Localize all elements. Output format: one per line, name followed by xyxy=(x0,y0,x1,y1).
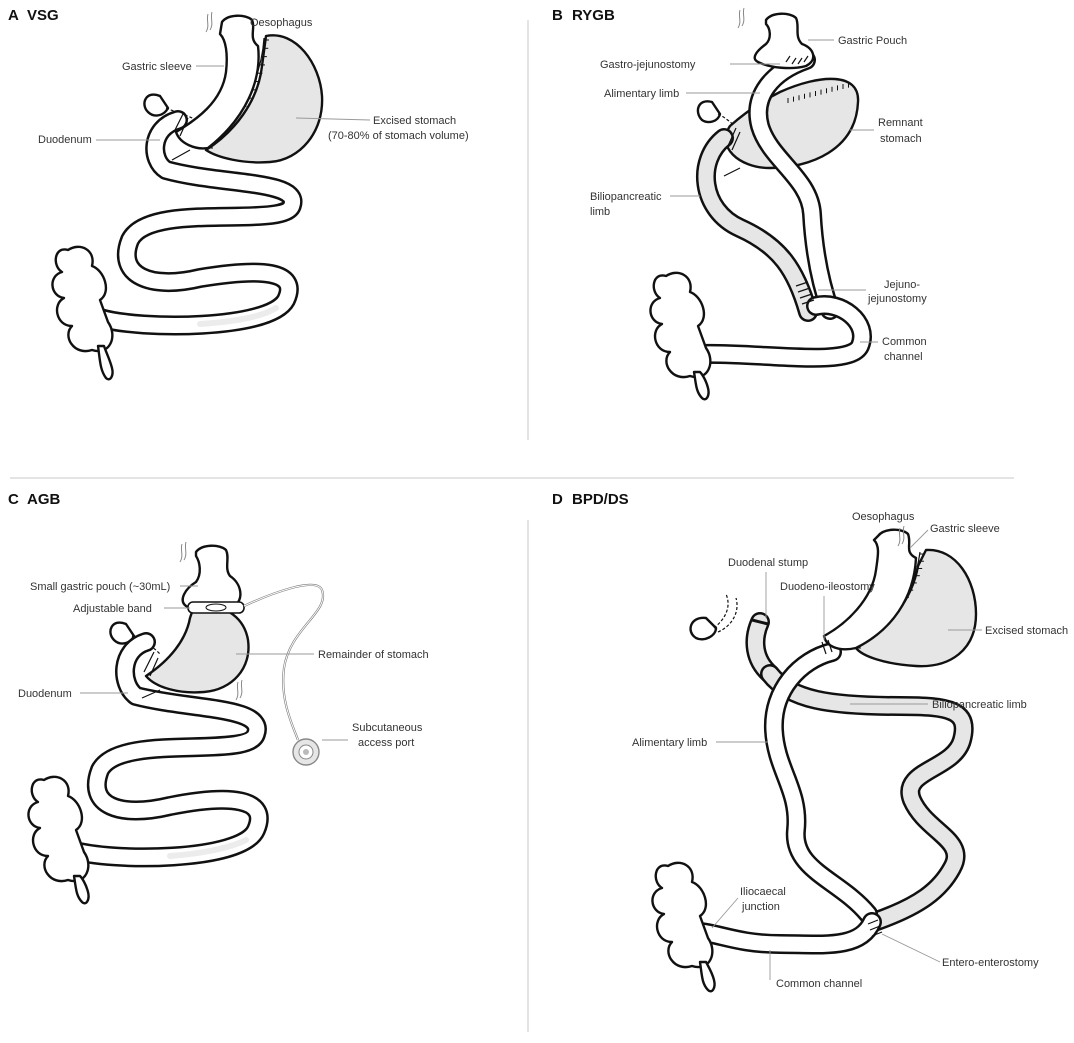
alimentary-limb xyxy=(748,50,840,320)
label-duodenum: Duodenum xyxy=(38,134,92,146)
excised-stomach xyxy=(204,34,324,164)
label-ilio-1: Iliocaecal xyxy=(740,886,786,898)
label-pouch: Small gastric pouch (~30mL) xyxy=(30,581,170,593)
label-bilio-1: Biliopancreatic xyxy=(590,191,662,203)
leader-gastric-sleeve xyxy=(909,529,929,549)
gallbladder xyxy=(689,616,718,641)
gastro-jejunostomy-staples xyxy=(785,55,809,65)
remnant-stomach xyxy=(724,77,860,170)
label-remainder: Remainder of stomach xyxy=(318,649,429,661)
panel-b: B RYGB Gastric Po xyxy=(552,7,927,401)
label-gastro-jejunostomy: Gastro-jejunostomy xyxy=(600,59,696,71)
caecum xyxy=(651,861,714,969)
duodenum-detail xyxy=(141,651,161,699)
gallbladder xyxy=(143,93,170,117)
label-band: Adjustable band xyxy=(73,603,152,615)
appendix xyxy=(96,344,114,381)
label-excised-note: (70-80% of stomach volume) xyxy=(328,130,469,142)
entero-enterostomy-marks xyxy=(867,919,883,937)
duodenum-detail xyxy=(171,111,191,161)
panel-a: A VSG Oesophagus Gastric sleeve Excised … xyxy=(8,7,469,381)
label-gastric-sleeve: Gastric sleeve xyxy=(122,61,192,73)
label-excised-stomach: Excised stomach xyxy=(985,625,1068,637)
panel-a-letter: A xyxy=(8,7,19,24)
label-duodenal-stump: Duodenal stump xyxy=(728,557,808,569)
gallbladder xyxy=(696,100,722,124)
label-duodeno-ileostomy: Duodeno-ileostomy xyxy=(780,581,875,593)
gastric-pouch xyxy=(753,12,815,70)
label-cc-1: Common xyxy=(882,336,927,348)
common-channel xyxy=(690,295,872,368)
small-intestine xyxy=(62,632,269,868)
common-channel xyxy=(690,912,882,955)
duodeno-ileostomy-marks xyxy=(821,639,833,655)
label-remnant-2: stomach xyxy=(880,133,922,145)
label-excised-stomach: Excised stomach xyxy=(373,115,456,127)
label-ilio-2: junction xyxy=(741,901,780,913)
access-tubing-lumen xyxy=(243,584,324,741)
label-port-1: Subcutaneous xyxy=(352,722,423,734)
caecum xyxy=(51,245,114,353)
label-entero: Entero-enterostomy xyxy=(942,957,1039,969)
leader-entero xyxy=(881,933,941,963)
leader-ilio xyxy=(711,897,739,929)
label-gastric-pouch: Gastric Pouch xyxy=(838,35,907,47)
label-oesophagus: Oesophagus xyxy=(250,17,313,29)
small-intestine xyxy=(90,110,303,336)
panel-d: D BPD/DS xyxy=(552,491,1068,993)
label-oesophagus: Oesophagus xyxy=(852,511,915,523)
caecum xyxy=(27,775,90,883)
label-port-2: access port xyxy=(358,737,414,749)
gastric-sleeve xyxy=(174,14,260,150)
panel-d-letter: D xyxy=(552,491,563,508)
biliopancreatic-limb xyxy=(760,664,974,932)
alimentary-limb xyxy=(763,642,878,924)
label-bilio-limb: Biliopancreatic limb xyxy=(932,699,1027,711)
oesophagus-vessels xyxy=(737,7,745,29)
leader-excised-stomach xyxy=(295,117,371,121)
label-common-channel: Common channel xyxy=(776,978,862,990)
label-jj-1: Jejuno- xyxy=(884,279,920,291)
access-port-septum xyxy=(303,749,309,755)
panel-c: C AGB Small gastric pouch ( xyxy=(8,491,429,905)
panel-b-title: RYGB xyxy=(572,7,615,24)
oesophagus-vessels xyxy=(897,525,905,547)
bile-duct xyxy=(713,593,738,633)
vessel-squiggle xyxy=(235,679,243,701)
staple-marks xyxy=(787,82,849,103)
panel-c-title: AGB xyxy=(27,491,61,508)
label-alimentary-limb: Alimentary limb xyxy=(604,88,679,100)
band-inner-ring xyxy=(205,603,227,612)
duodenum-detail xyxy=(723,127,741,177)
oesophagus-vessels xyxy=(205,11,213,33)
label-remnant-1: Remnant xyxy=(878,117,923,129)
panel-b-letter: B xyxy=(552,7,563,24)
biliopancreatic-limb xyxy=(695,128,818,322)
label-gastric-sleeve: Gastric sleeve xyxy=(930,523,1000,535)
caecum xyxy=(649,271,712,379)
jejuno-jejunostomy-staples xyxy=(795,281,815,305)
gastric-sleeve xyxy=(822,528,918,651)
appendix xyxy=(692,370,710,401)
appendix xyxy=(698,960,716,993)
label-jj-2: jejunostomy xyxy=(867,293,927,305)
panel-c-letter: C xyxy=(8,491,19,508)
appendix xyxy=(72,874,90,905)
label-alimentary-limb: Alimentary limb xyxy=(632,737,707,749)
label-duodenum: Duodenum xyxy=(18,688,72,700)
remainder-of-stomach xyxy=(144,604,250,694)
label-bilio-2: limb xyxy=(590,206,610,218)
adjustable-band xyxy=(187,601,245,614)
oesophagus-vessels xyxy=(179,541,187,563)
panel-a-title: VSG xyxy=(27,7,59,24)
small-gastric-pouch xyxy=(181,544,242,612)
panel-d-title: BPD/DS xyxy=(572,491,629,508)
label-cc-2: channel xyxy=(884,351,923,363)
